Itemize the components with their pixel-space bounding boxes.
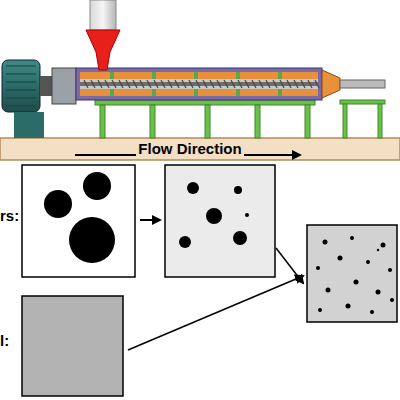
extrudate bbox=[340, 80, 385, 88]
barrel-bore bbox=[80, 79, 318, 89]
reduced-filler-square bbox=[165, 165, 275, 277]
polymer-square bbox=[22, 296, 123, 396]
gearbox bbox=[52, 68, 76, 104]
coupling bbox=[40, 76, 52, 96]
base-plate bbox=[0, 138, 400, 160]
screw-flights bbox=[84, 80, 319, 88]
flow-label: Flow Direction bbox=[136, 141, 243, 156]
arrow bbox=[128, 276, 303, 350]
composite-square bbox=[307, 225, 397, 322]
hopper-top bbox=[90, 0, 116, 30]
motor-fins bbox=[6, 66, 36, 106]
filler-square bbox=[22, 165, 135, 277]
motor-stand bbox=[14, 112, 44, 138]
cooling-bands bbox=[110, 72, 282, 96]
heater-band bbox=[80, 72, 318, 96]
hopper bbox=[86, 30, 120, 70]
die bbox=[322, 70, 340, 98]
row-label: l: bbox=[0, 333, 9, 348]
motor bbox=[2, 60, 40, 112]
barrel-stands bbox=[95, 100, 385, 138]
barrel bbox=[76, 68, 322, 100]
row-label: rs: bbox=[0, 208, 19, 223]
arrow bbox=[140, 219, 160, 221]
